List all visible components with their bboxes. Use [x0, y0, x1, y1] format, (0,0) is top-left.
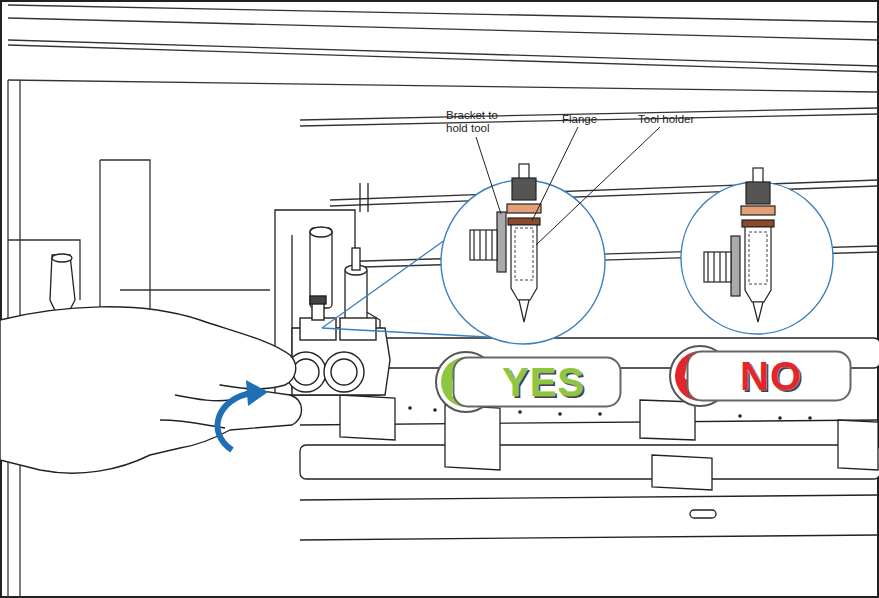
part-label: Tool holder: [638, 113, 718, 126]
part-label: Flange: [562, 113, 622, 126]
badge: YES: [452, 356, 622, 408]
badge-text: YES: [502, 356, 585, 408]
part-label: Bracket to hold tool: [446, 109, 506, 135]
badge: NO: [686, 350, 852, 402]
badge-text: NO: [740, 350, 802, 402]
